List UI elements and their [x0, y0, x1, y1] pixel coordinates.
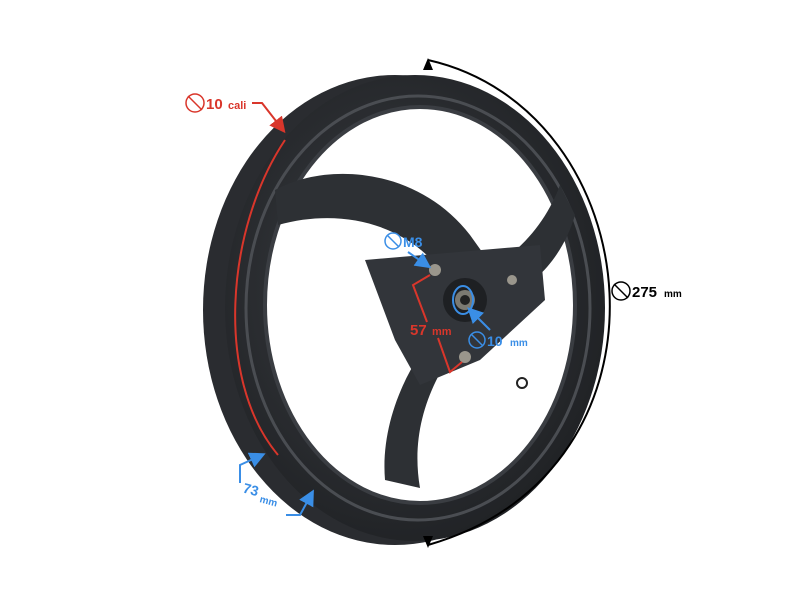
axle-diameter-value: 10: [487, 333, 503, 349]
diameter-symbol-icon: [468, 331, 486, 349]
bolt-hole: [459, 351, 471, 363]
diameter-symbol-icon: [185, 93, 205, 113]
rim-diameter-value: 10: [206, 96, 223, 113]
rim-width-bracket: [239, 452, 266, 483]
bolt-size-label: M8: [403, 234, 423, 250]
axle-circle: [452, 285, 474, 315]
outer-diameter-unit: mm: [664, 289, 682, 300]
rim-diameter-unit: cali: [228, 100, 246, 112]
rim-diameter-line: [234, 139, 286, 456]
spoke: [384, 330, 465, 488]
bolt-spacing-bracket: [411, 274, 431, 323]
bolt-hole: [507, 275, 517, 285]
rim-width-unit: mm: [258, 494, 278, 509]
diameter-symbol-icon: [611, 281, 631, 301]
rim-width-value: 73: [241, 480, 260, 500]
bolt-hole: [429, 264, 441, 276]
wheel: [203, 75, 605, 545]
axle-diameter-unit: mm: [510, 338, 528, 349]
diameter-symbol-icon: [384, 232, 402, 250]
valve-hole: [516, 377, 528, 389]
bolt-spacing-unit: mm: [432, 326, 452, 338]
outer-diameter-value: 275: [632, 284, 657, 301]
bolt-spacing-value: 57: [410, 322, 427, 339]
outer-diameter-arc: [427, 59, 611, 546]
